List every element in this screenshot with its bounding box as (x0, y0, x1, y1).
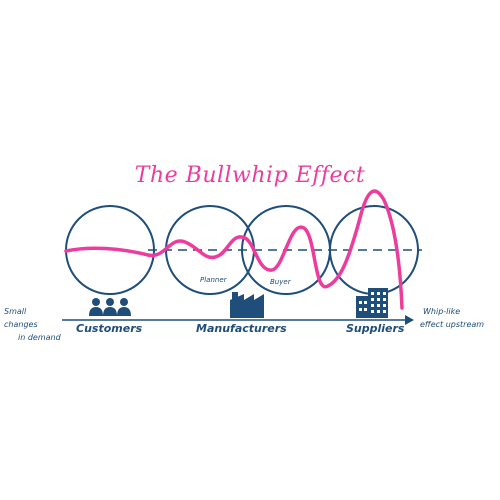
factory-icon (230, 292, 264, 318)
suppliers-label: Suppliers (346, 322, 405, 335)
customers-label: Customers (76, 322, 143, 335)
buyer-label: Buyer (270, 278, 291, 286)
manufacturers-label: Manufacturers (196, 322, 287, 335)
building-icon (356, 288, 388, 318)
right-note-line2: effect upstream (420, 320, 485, 329)
people-icon (89, 298, 131, 316)
left-note: Small changes in demand (4, 305, 62, 344)
arrow-head (405, 315, 414, 325)
left-note-line2: in demand (18, 333, 61, 342)
planner-label: Planner (200, 276, 227, 284)
right-note: Whip-like effect upstream (420, 305, 500, 331)
right-note-line1: Whip-like (423, 307, 461, 316)
diagram-title: The Bullwhip Effect (134, 163, 366, 188)
left-note-line1: Small changes (4, 307, 38, 329)
bullwhip-curve (64, 189, 404, 310)
